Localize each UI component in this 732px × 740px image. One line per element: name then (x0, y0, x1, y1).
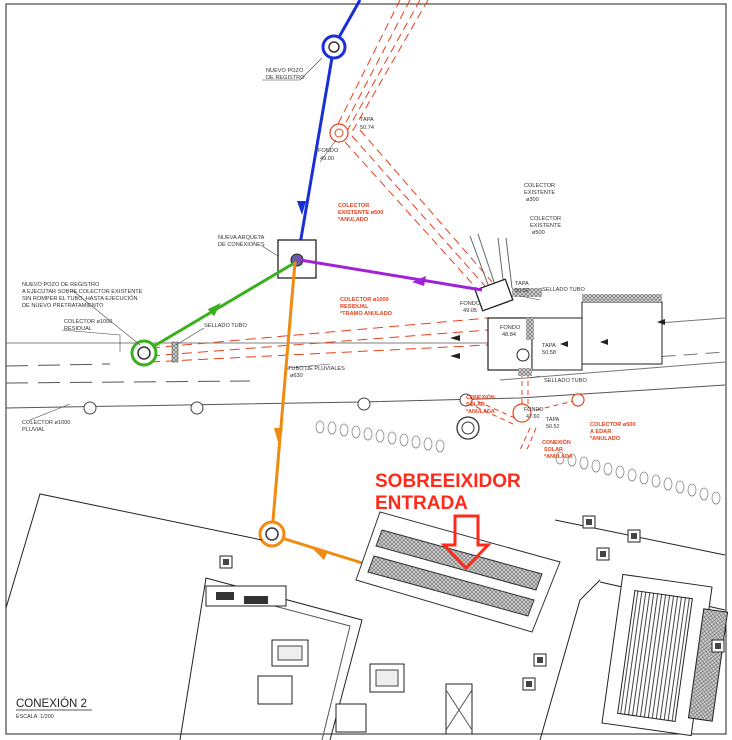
overflow-tank (355, 511, 561, 633)
label-tapa-mid-val: 50.52 (515, 288, 529, 294)
existing-well-top (329, 123, 349, 143)
sobreeixidor-label-1: SOBREEIXIDOR (375, 471, 521, 492)
label-pozo-registro-2: A EJECUTAR SOBRE COLECTOR EXISTENTE (22, 289, 143, 295)
flow-arrows (450, 319, 665, 359)
label-colector-exist-500b-2: EXISTENTE (530, 223, 561, 229)
label-nuevo-pozo-2: DE REGISTRO (266, 75, 305, 81)
label-tubo-pluviales-1: TUBO DE PLUVIALES (288, 366, 345, 372)
drawing-title: CONEXIÓN 2 (16, 697, 87, 710)
sobreeixidor-label-2: ENTRADA (375, 493, 468, 514)
plant-manholes-inner (223, 519, 721, 687)
label-conexion-solar2-2: SOLAR (544, 447, 563, 453)
label-tapa-box: TAPA (542, 343, 556, 349)
new-blue-collector (296, 0, 362, 257)
label-colector-1000-res-1: COLECTOR ø1000 (64, 319, 112, 325)
label-colector-1000-red-1: COLECTOR ø1000 (340, 297, 389, 303)
label-pozo-registro-1: NUEVO POZO DE REGISTRO (22, 282, 100, 288)
label-conexion-solar-1: CONEXIÓN (466, 393, 495, 401)
existing-chamber-top (474, 278, 514, 312)
label-nueva-arqueta-2: DE CONEXIONES (218, 242, 265, 248)
label-colector-1000-res-2: RESIDUAL (64, 326, 92, 332)
label-tapa-mid: TAPA (515, 281, 529, 287)
sheet-frame (5, 3, 727, 735)
existing-box (487, 294, 663, 376)
label-tapa-top: TAPA (360, 117, 374, 123)
label-colector-1000-red-3: *TRAMO ANULADO (340, 311, 393, 317)
label-fondo-top: FONDO (318, 148, 339, 154)
label-tubo-pluviales-2: ø630 (290, 373, 303, 379)
label-tapa-top-val: 50.74 (360, 125, 374, 131)
label-colector-1000-pluv-2: PLUVIAL (22, 427, 45, 433)
label-colector-500-edar-2: A EDAR (590, 429, 611, 435)
new-orange-collector (258, 261, 373, 568)
existing-collector-500-annulled (335, 0, 493, 291)
tree-row (315, 420, 721, 505)
existing-well-low (512, 403, 532, 423)
label-colector-exist-500-3: *ANULADO (338, 217, 369, 223)
existing-box-well (516, 348, 530, 362)
label-nueva-arqueta-1: NUEVA ARQUETA (218, 235, 265, 241)
label-colector-exist-300-2: EXISTENTE (524, 190, 555, 196)
highlight-arrow (440, 514, 492, 571)
label-fondo-box-val: 48.84 (502, 332, 516, 338)
drawing-scale: ESCALA: 1/200 (16, 714, 54, 720)
label-colector-exist-500b-1: COLECTOR (530, 216, 561, 222)
existing-well-edar (571, 393, 585, 407)
label-colector-exist-500-1: COLECTOR (338, 203, 369, 209)
manhole-road (456, 416, 480, 440)
label-sellado-tubo-bottom: SELLADO TUBO (544, 378, 587, 384)
existing-well-top-inner (334, 128, 344, 138)
label-fondo-low-val: 47.60 (526, 414, 540, 420)
label-tapa-box-val: 50.58 (542, 350, 556, 356)
label-colector-exist-500-2: EXISTENTE ø500 (338, 210, 383, 216)
label-tapa-low-val: 50.52 (546, 424, 560, 430)
plant-building-right (601, 573, 729, 737)
label-colector-exist-500b-3: ø500 (532, 230, 545, 236)
label-fondo-mid: FONDO (460, 301, 481, 307)
label-nuevo-pozo-1: NUEVO POZO (266, 68, 304, 74)
solar-connections-annulled (469, 372, 579, 453)
label-fondo-mid-val: 49.05 (463, 308, 477, 314)
manhole-road-inner (461, 421, 475, 435)
label-colector-exist-300-1: COLECTOR (524, 183, 555, 189)
label-conexion-solar-2: SOLAR (466, 402, 485, 408)
label-tapa-low: TAPA (546, 417, 560, 423)
label-fondo-box: FONDO (500, 325, 521, 331)
road-bollards (83, 393, 473, 415)
label-fondo-low: FONDO (524, 407, 543, 413)
label-pozo-registro-4: DE NUEVO PRETRATAMIENTO (22, 303, 104, 309)
label-conexion-solar2-1: CONEXIÓN (542, 438, 571, 446)
label-conexion-solar-3: *ANULADA (466, 409, 495, 415)
label-colector-500-edar-1: COLECTOR ø500 (590, 422, 636, 428)
new-purple-collector (299, 258, 483, 292)
plant-building-left (205, 585, 473, 735)
label-pozo-registro-3: SIN ROMPER EL TUBO, HASTA EJECUCIÓN (22, 295, 138, 302)
label-colector-1000-red-2: RESIDUAL (340, 304, 369, 310)
existing-collector-1000-residual-annulled (149, 317, 489, 363)
label-sellado-tubo-top: SELLADO TUBO (542, 287, 585, 293)
existing-chamber-hatch (512, 288, 542, 297)
label-colector-exist-300-3: ø300 (526, 197, 539, 203)
label-conexion-solar2-3: *ANULADA (544, 454, 573, 460)
label-colector-500-edar-3: *ANULADO (590, 436, 621, 442)
label-colector-1000-pluv-1: COLECTOR ø1000 (22, 420, 70, 426)
new-green-collector (130, 260, 297, 367)
leader-lines (29, 57, 541, 421)
label-fondo-top-val: 49.00 (320, 156, 334, 162)
label-sellado-tubo-left: SELLADO TUBO (204, 323, 247, 329)
